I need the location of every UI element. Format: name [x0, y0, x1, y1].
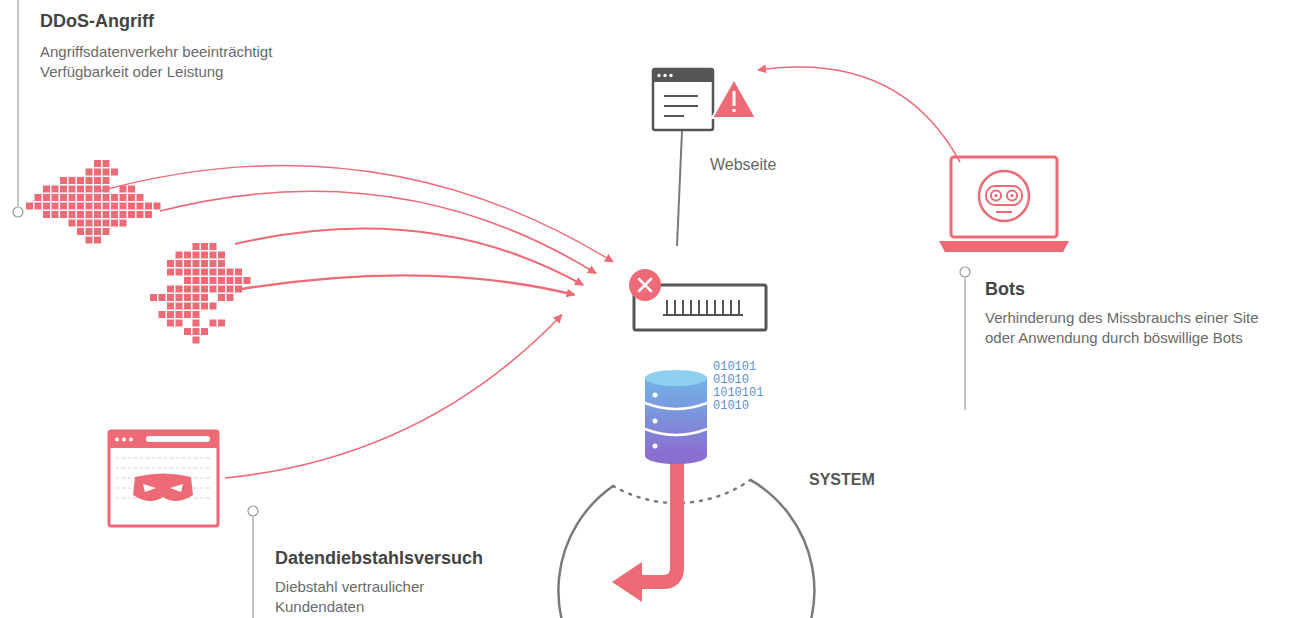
data-theft-node: DatendiebstahlsversuchDiebstahl vertraul…	[105, 426, 517, 618]
binary-data-label: 01010	[713, 374, 749, 386]
system-circle	[558, 480, 814, 618]
ddos-node: DDoS-AngriffAngriffsdatenverkehr beeintr…	[20, 4, 352, 356]
heading: Bots	[985, 278, 1285, 300]
node-label: Webseite	[710, 156, 776, 174]
connector-arrow	[758, 67, 960, 162]
connector-arrow	[242, 275, 575, 295]
connector-arrow	[225, 315, 562, 478]
binary-data-label: 010101	[713, 361, 756, 373]
thief-browser-icon	[109, 431, 218, 526]
bot-node: BotsVerhinderung des Missbrauchs einer S…	[935, 150, 1297, 384]
webpage-icon	[653, 69, 756, 130]
connector-arrow	[235, 229, 583, 286]
data-out-arrow	[612, 455, 677, 602]
system-label: SYSTEM	[809, 471, 875, 489]
description: Diebstahl vertraulicher Kundendaten	[275, 577, 450, 617]
description: Verhinderung des Missbrauchs einer Site …	[985, 308, 1285, 348]
bot-laptop-icon	[939, 157, 1069, 252]
database-icon	[645, 370, 707, 464]
binary-data-label: 01010	[713, 400, 749, 412]
firewall-icon	[629, 269, 766, 330]
system-circle: SYSTEM	[549, 247, 805, 503]
heading: DDoS-Angriff	[40, 10, 340, 32]
leader-line	[13, 0, 970, 618]
connector-arrow	[100, 166, 613, 262]
ddos-botnet-figure	[26, 160, 251, 344]
binary-data-label: 1010101	[713, 387, 763, 399]
webpage-node: Webseite	[650, 66, 797, 180]
description: Angriffsdatenverkehr beeinträchtigt Verf…	[40, 42, 340, 82]
heading: Datendiebstahlsversuch	[275, 547, 515, 569]
connector-arrow	[677, 131, 682, 246]
